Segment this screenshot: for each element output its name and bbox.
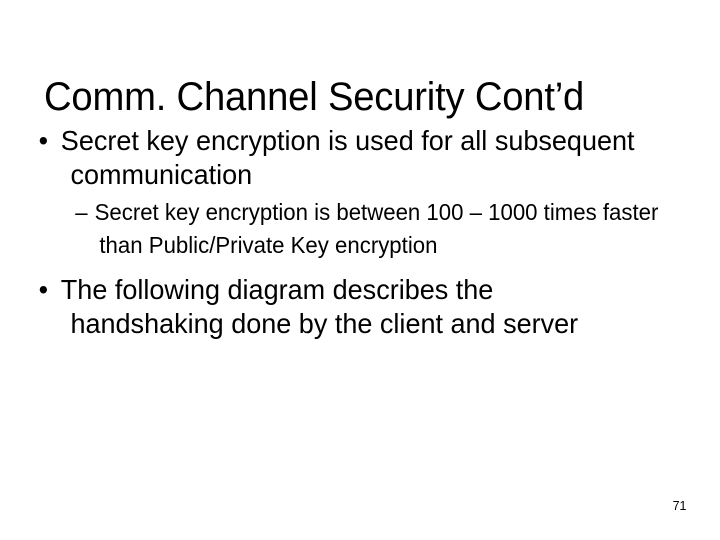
list-item: • The following diagram describes the ha… xyxy=(0,273,695,341)
slide-body: • Secret key encryption is used for all … xyxy=(0,124,720,341)
bullet-dot-icon: • xyxy=(38,125,49,156)
page-number: 71 xyxy=(672,498,686,513)
sub-bullet-text: Secret key encryption is between 100 – 1… xyxy=(94,199,659,258)
bullet-text: Secret key encryption is used for all su… xyxy=(60,125,635,190)
page-title: Comm. Channel Security Cont’d xyxy=(44,74,585,119)
bullet-dash-icon: – xyxy=(75,199,88,225)
list-item: – Secret key encryption is between 100 –… xyxy=(0,196,695,262)
bullet-text: The following diagram describes the hand… xyxy=(60,274,579,339)
bullet-dot-icon: • xyxy=(38,274,49,305)
list-item: • Secret key encryption is used for all … xyxy=(0,124,695,192)
